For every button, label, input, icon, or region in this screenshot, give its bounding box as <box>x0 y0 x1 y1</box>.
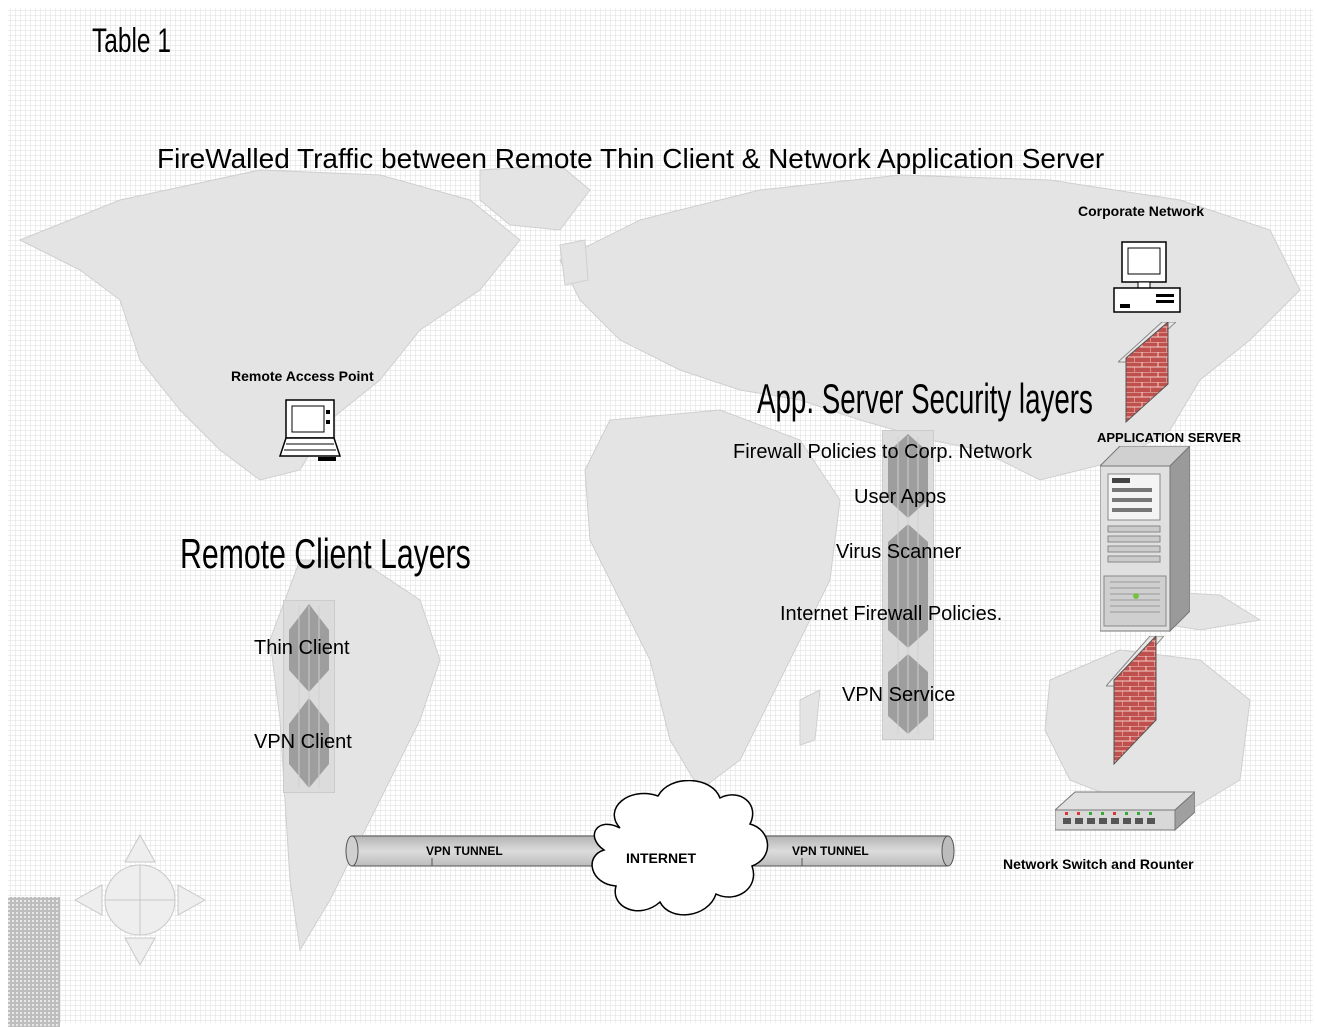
vpn-tunnel-label-left: VPN TUNNEL <box>426 844 503 858</box>
corporate-network-label: Corporate Network <box>1078 203 1205 219</box>
vpn-tunnel-graphic <box>345 780 955 916</box>
vpn-tunnel-label-right: VPN TUNNEL <box>792 844 869 858</box>
continents <box>18 164 1301 952</box>
server-layers-heading: App. Server Security layers <box>757 375 1093 422</box>
network-switch-label: Network Switch and Rounter <box>1003 856 1194 872</box>
server-layer-stack <box>882 430 934 740</box>
server-layer-user-apps: User Apps <box>854 486 947 508</box>
server-layer-firewall-corp: Firewall Policies to Corp. Network <box>733 441 1032 463</box>
laptop-icon <box>278 399 342 461</box>
corner-bar <box>8 897 60 1027</box>
firewall-icon-bottom <box>1106 636 1164 766</box>
remote-client-layers-heading: Remote Client Layers <box>180 530 471 577</box>
remote-layer-thin-client: Thin Client <box>254 637 350 659</box>
remote-layer-stack <box>283 600 335 793</box>
desktop-computer-icon <box>1113 241 1181 313</box>
internet-cloud-label: INTERNET <box>626 850 696 866</box>
firewall-icon-top <box>1118 322 1176 424</box>
server-layer-vpn-service: VPN Service <box>842 684 956 706</box>
remote-layer-vpn-client: VPN Client <box>254 731 352 753</box>
application-server-label: APPLICATION SERVER <box>1097 430 1241 445</box>
server-layer-internet-firewall: Internet Firewall Policies. <box>780 603 1003 625</box>
compass-rose <box>73 833 207 967</box>
diagram-title: FireWalled Traffic between Remote Thin C… <box>157 143 1105 174</box>
network-switch-icon <box>1055 791 1195 832</box>
server-tower-icon <box>1100 446 1190 633</box>
internet-cloud-icon <box>591 780 769 916</box>
remote-access-point-label: Remote Access Point <box>231 368 374 384</box>
server-layer-virus-scanner: Virus Scanner <box>836 541 962 563</box>
page-label: Table 1 <box>92 22 171 60</box>
